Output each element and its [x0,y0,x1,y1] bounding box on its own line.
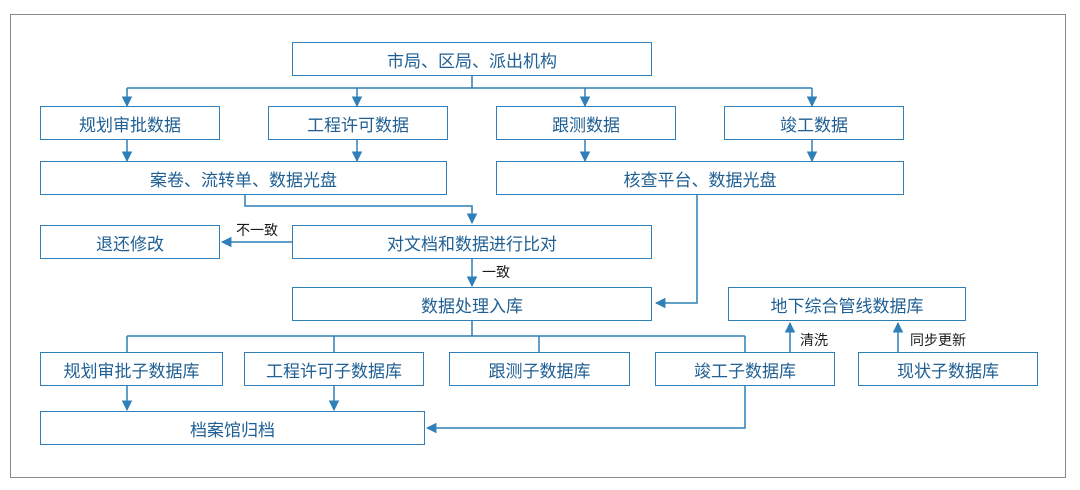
edge-completion-archive-hall [425,386,746,434]
edge-process-bus [127,321,745,337]
node-survey-sub-db: 跟测子数据库 [449,352,630,386]
node-status-sub-db: 现状子数据库 [858,352,1038,386]
edge-label-sync-update: 同步更新 [910,333,966,349]
edge-label-consistent: 一致 [482,265,510,281]
edge-archives-compare [244,195,478,225]
node-planning-sub-db: 规划审批子数据库 [40,352,223,386]
node-pipeline-db: 地下综合管线数据库 [728,287,966,321]
node-completion-data: 竣工数据 [724,106,904,140]
node-return-modify: 退还修改 [40,225,220,259]
edge-label-clean: 清洗 [800,333,828,349]
node-source: 市局、区局、派出机构 [292,42,652,76]
node-permit-data: 工程许可数据 [268,106,448,140]
node-archives: 案卷、流转单、数据光盘 [40,161,447,195]
edge-label-inconsistent: 不一致 [236,223,278,239]
node-permit-sub-db: 工程许可子数据库 [244,352,424,386]
diagram-frame [10,14,1066,478]
node-completion-sub-db: 竣工子数据库 [655,352,835,386]
edge-check-process [654,195,698,309]
node-planning-data: 规划审批数据 [40,106,220,140]
node-check-platform: 核查平台、数据光盘 [496,161,904,195]
node-compare: 对文档和数据进行比对 [292,225,652,259]
edge-source-bus [127,76,812,89]
node-archive-hall: 档案馆归档 [40,411,425,445]
node-process-store: 数据处理入库 [292,287,652,321]
node-survey-data: 跟测数据 [496,106,676,140]
